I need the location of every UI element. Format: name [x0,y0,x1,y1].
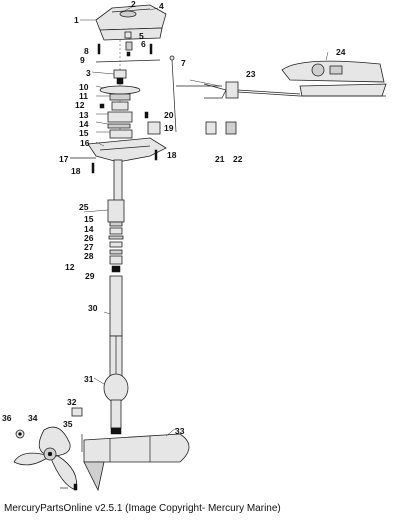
bracket-plate [95,40,161,160]
callout-16: 16 [80,138,90,148]
callout-7: 7 [181,58,186,68]
callout-31: 31 [84,374,94,384]
mount-bracket [70,137,167,174]
upper-shaft [107,159,125,273]
callout-36: 36 [2,413,12,423]
callout-24: 24 [336,47,346,57]
callout-22: 22 [233,154,243,164]
callout-4: 4 [159,1,164,11]
callout-30: 30 [88,303,98,313]
gear-stack [99,69,141,111]
leader-lines [80,5,329,437]
callout-9: 9 [80,55,85,65]
callout-14a: 14 [79,119,89,129]
callout-15a: 15 [79,128,89,138]
long-tube [109,275,123,377]
callout-13: 13 [79,110,89,120]
callout-17: 17 [59,154,69,164]
callout-35: 35 [63,419,73,429]
collar-parts [99,103,161,139]
callout-15b: 15 [84,214,94,224]
callout-21: 21 [215,154,225,164]
motor-housing [83,433,190,492]
switch-parts [205,121,237,135]
cable [169,55,177,133]
callout-26: 26 [84,233,94,243]
callout-10: 10 [79,82,89,92]
callout-19: 19 [164,123,174,133]
callout-1: 1 [74,15,79,25]
callout-25: 25 [79,202,89,212]
callout-28: 28 [84,251,94,261]
callout-32: 32 [67,397,77,407]
callout-11: 11 [79,91,88,101]
callout-labels: 1 2 3 4 5 6 7 8 9 10 11 12 12 13 14 14 1… [2,0,346,436]
propeller [13,407,83,491]
small-knob-parts [124,31,133,57]
callout-29: 29 [85,271,95,281]
callout-20: 20 [164,110,174,120]
head-cover [95,4,167,41]
callout-18a: 18 [167,150,177,160]
callout-12a: 12 [75,100,85,110]
foot-pedal [281,60,387,97]
callout-8: 8 [84,46,89,56]
callout-18b: 18 [71,166,81,176]
callout-6: 6 [141,39,146,49]
callout-12b: 12 [65,262,75,272]
callout-14b: 14 [84,224,94,234]
callout-34: 34 [28,413,38,423]
callout-23: 23 [246,69,256,79]
callout-3: 3 [86,68,91,78]
image-caption: MercuryPartsOnline v2.5.1 (Image Copyrig… [4,503,281,514]
callout-33: 33 [175,426,185,436]
callout-27: 27 [84,242,94,252]
bulb-housing [103,373,129,435]
callout-2: 2 [131,0,136,9]
wire-harness [176,81,301,99]
callout-5: 5 [139,31,144,41]
